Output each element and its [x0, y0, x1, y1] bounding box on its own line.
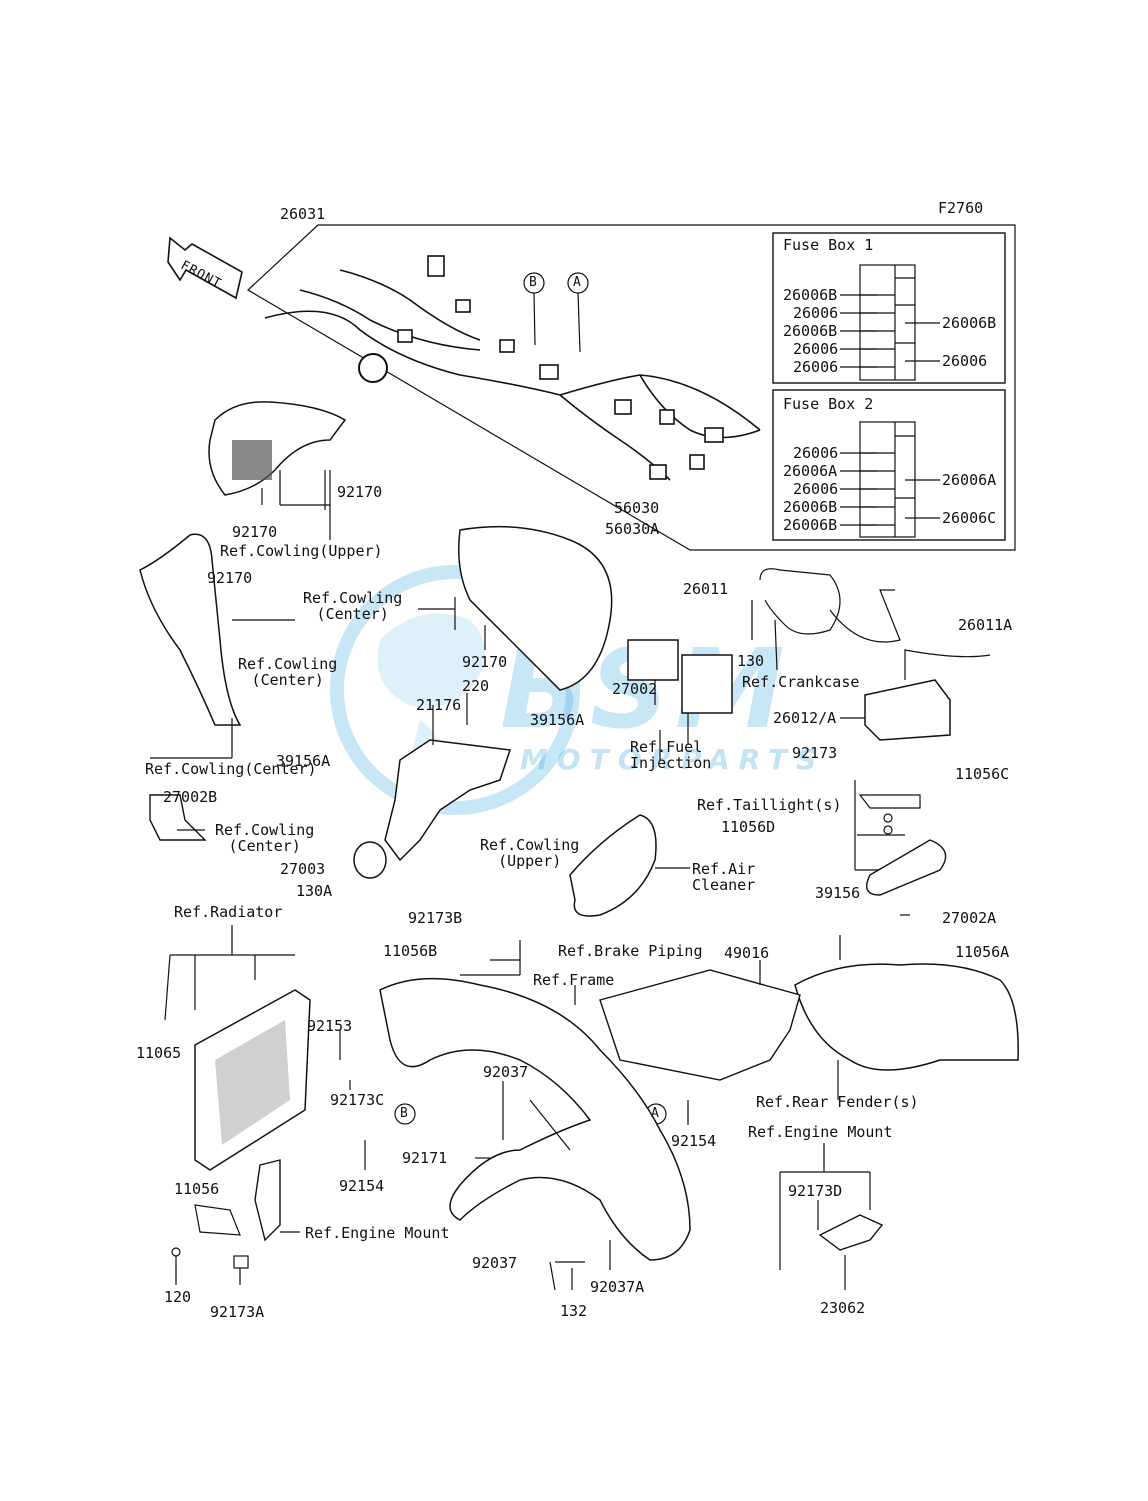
fuse-box-2-right-label: 26006C: [942, 509, 997, 527]
ref-radiator[interactable]: Ref.Radiator: [174, 903, 283, 921]
wiring-harness: [264, 255, 761, 481]
part-92037a[interactable]: 92037A: [590, 1278, 645, 1296]
fuse-box-1-right-label: 26006: [942, 352, 988, 370]
part-11056[interactable]: 11056: [174, 1180, 220, 1198]
part-26031[interactable]: 26031: [280, 205, 326, 223]
part-120[interactable]: 120: [164, 1288, 192, 1306]
part-92037[interactable]: 92037: [472, 1254, 518, 1272]
part-21176[interactable]: 21176: [416, 696, 462, 714]
part-27003[interactable]: 27003: [280, 860, 326, 878]
rear-fender-shape: [794, 963, 1019, 1071]
part-23062[interactable]: 23062: [820, 1299, 866, 1317]
frame-shape: [379, 977, 691, 1261]
part-27002b[interactable]: 27002B: [163, 788, 218, 806]
part-27002a[interactable]: 27002A: [942, 909, 997, 927]
ref-cowling-upper[interactable]: Ref.Cowling (Upper): [480, 836, 580, 870]
marker-a: A: [573, 275, 581, 290]
part-92154[interactable]: 92154: [671, 1132, 717, 1150]
part-49016[interactable]: 49016: [724, 944, 770, 962]
part-11065[interactable]: 11065: [136, 1044, 182, 1062]
part-26012a[interactable]: 26012/A: [773, 709, 837, 727]
fuse-box-2-left-label: 26006B: [783, 516, 838, 534]
part-56030a[interactable]: 56030A: [605, 520, 660, 538]
part-92170[interactable]: 92170: [337, 483, 383, 501]
part-92037[interactable]: 92037: [483, 1063, 529, 1081]
fuse-box-1-right-label: 26006B: [942, 314, 997, 332]
fuse-box-2-right-label: 26006A: [942, 471, 997, 489]
radiator-shape: [194, 989, 311, 1171]
mat-shape: [599, 969, 801, 1081]
part-56030[interactable]: 56030: [614, 499, 660, 517]
part-39156a[interactable]: 39156A: [276, 752, 331, 770]
part-26011a[interactable]: 26011A: [958, 616, 1013, 634]
part-92173b[interactable]: 92173B: [408, 909, 463, 927]
part-39156a[interactable]: 39156A: [530, 711, 585, 729]
air-cleaner-shape: [569, 814, 657, 917]
part-92173[interactable]: 92173: [792, 744, 838, 762]
side-cowling-shape: [139, 533, 242, 726]
ref-taillight[interactable]: Ref.Taillight(s): [697, 796, 842, 814]
fuse-box-1-left-label: 26006B: [783, 286, 838, 304]
part-92154[interactable]: 92154: [339, 1177, 385, 1195]
fuse-box-2-title: Fuse Box 2: [783, 395, 874, 413]
part-130[interactable]: 130: [737, 652, 765, 670]
ref-brake-piping[interactable]: Ref.Brake Piping: [558, 942, 703, 960]
ecu-shape: [627, 639, 679, 681]
part-130a[interactable]: 130A: [296, 882, 333, 900]
fuse-box-1-left-label: 26006: [793, 340, 839, 358]
ref-cowling-upper[interactable]: Ref.Cowling(Upper): [220, 542, 383, 560]
part-11056b[interactable]: 11056B: [383, 942, 438, 960]
part-39156[interactable]: 39156: [815, 884, 861, 902]
ref-engine-mount[interactable]: Ref.Engine Mount: [305, 1224, 450, 1242]
fuse-box-2-left-label: 26006: [793, 444, 839, 462]
part-92173c[interactable]: 92173C: [330, 1091, 385, 1109]
bracket-assembly-shape: [384, 739, 512, 862]
ref-cowling-center[interactable]: Ref.Cowling (Center): [238, 655, 338, 689]
part-92170[interactable]: 92170: [207, 569, 253, 587]
fuse-box-1-left-label: 26006: [793, 358, 839, 376]
ref-cowling-center[interactable]: Ref.Cowling (Center): [303, 589, 403, 623]
part-132[interactable]: 132: [560, 1302, 588, 1320]
ref-cowling-center[interactable]: Ref.Cowling(Center): [145, 760, 317, 778]
taillight-shape: [866, 839, 947, 896]
ref-cowling-center[interactable]: Ref.Cowling (Center): [215, 821, 315, 855]
ref-engine-mount[interactable]: Ref.Engine Mount: [748, 1123, 893, 1141]
part-92173d[interactable]: 92173D: [788, 1182, 843, 1200]
marker-a: A: [651, 1106, 659, 1121]
fuse-box-2-left-label: 26006A: [783, 462, 838, 480]
center-cowling-shape: [458, 525, 613, 691]
part-11056a[interactable]: 11056A: [955, 943, 1010, 961]
harness-boundary: [247, 224, 1016, 551]
fuse-box-1-left-label: 26006: [793, 304, 839, 322]
relay-box-shape: [864, 679, 951, 741]
part-11056c[interactable]: 11056C: [955, 765, 1010, 783]
front-arrow-icon: [167, 236, 243, 300]
ref-crankcase[interactable]: Ref.Crankcase: [742, 673, 860, 691]
part-27002[interactable]: 27002: [612, 680, 658, 698]
marker-b: B: [529, 275, 537, 290]
part-92173a[interactable]: 92173A: [210, 1303, 265, 1321]
part-92153[interactable]: 92153: [307, 1017, 353, 1035]
marker-b: B: [400, 1106, 408, 1121]
ref-air-cleaner[interactable]: Ref.Air Cleaner: [692, 860, 756, 894]
part-92171[interactable]: 92171: [402, 1149, 448, 1167]
part-92170[interactable]: 92170: [462, 653, 508, 671]
fuse-box-2-left-label: 26006B: [783, 498, 838, 516]
ref-frame[interactable]: Ref.Frame: [533, 971, 615, 989]
ref-fuel-injection[interactable]: Ref.Fuel Injection: [630, 738, 712, 772]
diagram-code: F2760: [938, 199, 984, 217]
part-92170[interactable]: 92170: [232, 523, 278, 541]
part-26011[interactable]: 26011: [683, 580, 729, 598]
fuse-box-2-left-label: 26006: [793, 480, 839, 498]
part-11056d[interactable]: 11056D: [721, 818, 776, 836]
fuse-box-1-left-label: 26006B: [783, 322, 838, 340]
fuse-box-1-title: Fuse Box 1: [783, 236, 874, 254]
ref-rear-fender[interactable]: Ref.Rear Fender(s): [756, 1093, 919, 1111]
part-220[interactable]: 220: [462, 677, 490, 695]
